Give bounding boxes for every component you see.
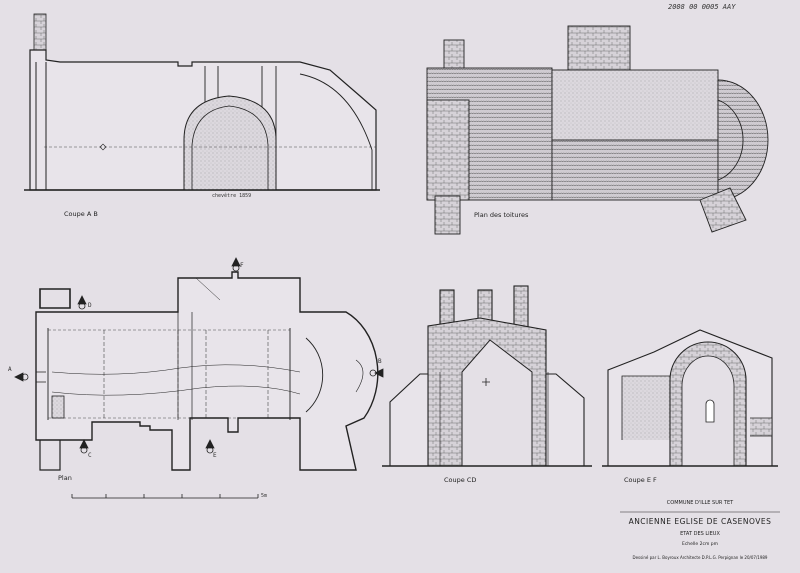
- drawing-subtitle: ETAT DES LIEUX: [680, 531, 720, 537]
- archive-reference: 2008 00 0005 AAY: [668, 3, 736, 11]
- caption-plan: Plan: [58, 474, 72, 482]
- section-marker-arrows: [14, 257, 384, 454]
- caption-coupe-cd: Coupe CD: [444, 476, 477, 484]
- marker-f: F: [240, 262, 244, 269]
- caption-coupe-ef: Coupe E F: [624, 476, 657, 484]
- coupe-ab-drawing: [24, 13, 380, 191]
- drawing-credits: Dessiné par L. Boyroux Architecte D.P.L.…: [632, 555, 768, 560]
- caption-roof-plan: Plan des toitures: [474, 211, 529, 219]
- drawing-title: ANCIENNE EGLISE DE CASENOVES: [628, 517, 772, 526]
- roof-plan-drawing: [426, 25, 769, 235]
- beam-annotation: chevêtre 1859: [212, 193, 252, 199]
- commune-name: COMMUNE D'ILLE SUR TET: [666, 500, 734, 506]
- scale-bar: [71, 494, 259, 499]
- marker-d: D: [88, 302, 92, 309]
- coupe-cd-drawing: [382, 285, 592, 467]
- marker-b: B: [378, 358, 382, 365]
- caption-coupe-ab: Coupe A B: [64, 210, 98, 218]
- coupe-ef-drawing: [602, 329, 778, 467]
- floor-plan-drawing: [35, 271, 379, 471]
- scale-end-label: 5m: [261, 493, 268, 499]
- marker-a: A: [8, 366, 12, 373]
- marker-e: E: [213, 452, 217, 459]
- drawing-scale: Echelle 2cm pm: [681, 542, 719, 547]
- marker-c: C: [88, 452, 92, 459]
